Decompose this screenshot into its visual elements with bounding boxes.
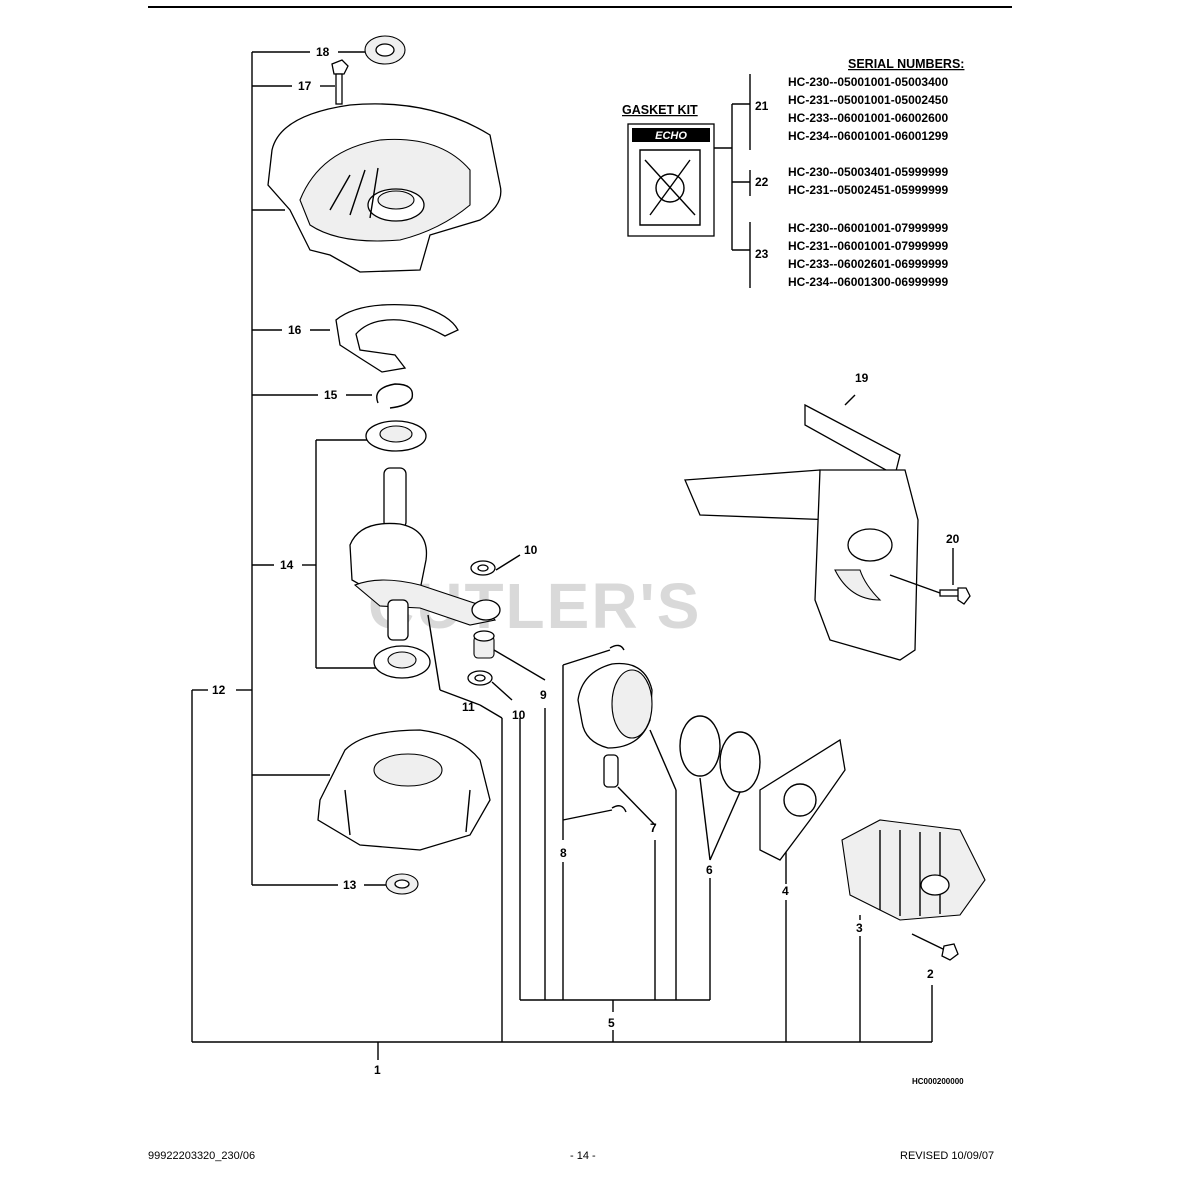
cylinder-3	[841, 819, 986, 921]
needle-bearing-9	[473, 630, 495, 659]
serial-21-2: HC-231--05001001-05002450	[788, 93, 948, 107]
oil-seal-13	[385, 873, 419, 895]
serial-23-2: HC-231--06001001-07999999	[788, 239, 948, 253]
serial-bracket	[714, 74, 751, 288]
piston-clip-top	[609, 644, 625, 651]
callout-16: 16	[288, 323, 302, 337]
callout-14: 14	[280, 558, 294, 572]
bolt-2	[911, 933, 959, 961]
gasket-16	[335, 303, 459, 373]
callout-11: 11	[462, 700, 475, 714]
ref-23: 23	[755, 247, 769, 261]
footer-page-number: - 14 -	[570, 1150, 596, 1162]
callout-3: 3	[856, 921, 863, 935]
piston-clip-bottom	[611, 805, 627, 813]
callout-8: 8	[560, 846, 567, 860]
callout-10-bottom: 10	[512, 708, 526, 722]
callout-17: 17	[298, 79, 312, 93]
gasket-kit-label: GASKET KIT	[622, 103, 698, 117]
bracket-lines-left	[191, 51, 388, 1042]
serial-23-3: HC-233--06002601-06999999	[788, 257, 948, 271]
bearing-top	[365, 420, 427, 452]
callout-15: 15	[324, 388, 338, 402]
bolt-17	[331, 59, 349, 105]
mount-bracket-19	[684, 403, 919, 661]
callout-6: 6	[706, 863, 713, 877]
serial-numbers-header: SERIAL NUMBERS:	[848, 57, 964, 71]
bearing-bottom	[373, 645, 431, 679]
washer-10-top	[470, 560, 496, 576]
serial-22-1: HC-230--05003401-05999999	[788, 165, 948, 179]
piston	[577, 662, 653, 749]
gasket-kit-image: ECHO	[627, 123, 715, 237]
kit-logo-text: ECHO	[655, 130, 687, 142]
top-rule	[148, 6, 1012, 8]
callout-12: 12	[212, 683, 226, 697]
diagram-code: HC000200000	[912, 1077, 964, 1086]
serial-21-4: HC-234--06001001-06001299	[788, 129, 948, 143]
callout-10-top: 10	[524, 543, 538, 557]
washer-10-bottom	[467, 670, 493, 686]
crankcase	[317, 729, 491, 851]
footer-revised-date: REVISED 10/09/07	[900, 1150, 995, 1162]
callout-4: 4	[782, 884, 789, 898]
callout-2: 2	[927, 967, 934, 981]
callout-18: 18	[316, 45, 330, 59]
callout-13: 13	[343, 878, 357, 892]
footer-doc-number: 99922203320_230/06	[148, 1150, 256, 1162]
callout-5: 5	[608, 1016, 615, 1030]
crankshaft	[349, 467, 501, 641]
callout-1: 1	[374, 1063, 381, 1077]
serial-22-2: HC-231--05002451-05999999	[788, 183, 948, 197]
piston-rings-6	[679, 715, 761, 793]
leader-lines	[427, 394, 954, 861]
piston-pin-7	[603, 754, 619, 788]
parts-diagram: CUTLER'S	[191, 35, 986, 1086]
cylinder-gasket-4	[759, 738, 846, 861]
circlip-15	[376, 383, 414, 409]
oil-seal-18	[364, 35, 406, 65]
bracket-lines-bottom	[192, 665, 933, 1060]
serial-23-1: HC-230--06001001-07999999	[788, 221, 948, 235]
bolt-20	[889, 574, 971, 605]
callout-9: 9	[540, 688, 547, 702]
fan-housing	[267, 103, 502, 273]
callout-20: 20	[946, 532, 960, 546]
ref-22: 22	[755, 175, 769, 189]
serial-21-3: HC-233--06001001-06002600	[788, 111, 948, 125]
serial-23-4: HC-234--06001300-06999999	[788, 275, 948, 289]
serial-21-1: HC-230--05001001-05003400	[788, 75, 948, 89]
callout-19: 19	[855, 371, 869, 385]
callout-7: 7	[650, 821, 657, 835]
ref-21: 21	[755, 99, 769, 113]
